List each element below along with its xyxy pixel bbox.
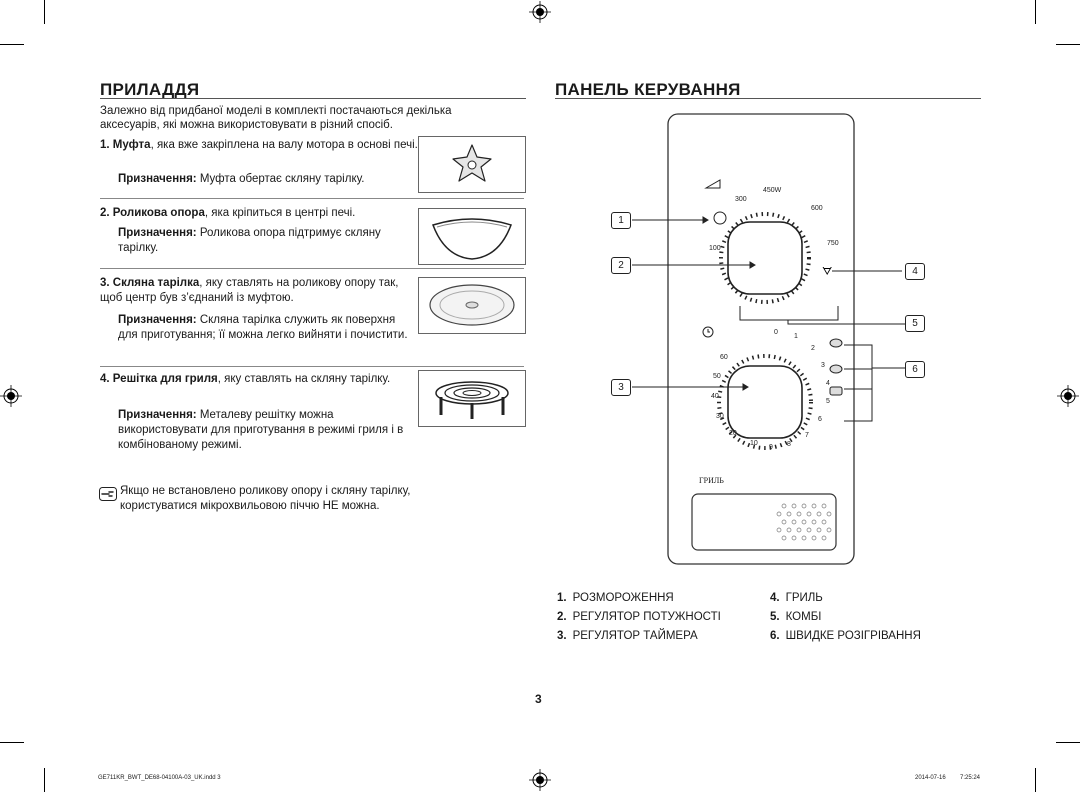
legend-item-4: 4.ГРИЛЬ [770,592,823,604]
title-rule [100,98,526,99]
page-number: 3 [535,692,542,706]
item-separator [100,198,524,199]
timer-label-0: 0 [774,329,778,336]
accessory-purpose-4: Призначення: Металеву решітку можна вико… [118,409,404,451]
accessory-item-2: 2. Роликова опора, яка кріпиться в центр… [100,207,356,219]
timer-label-40: 40 [711,393,719,400]
crop-mark [1035,768,1036,792]
legend-item-6: 6.ШВИДКЕ РОЗІГРІВАННЯ [770,630,921,642]
crop-mark [1035,0,1036,24]
timer-label-20: 20 [729,430,737,437]
accessories-intro: Залежно від придбаної моделі в комплекті… [100,105,452,131]
accessory-item-1: 1. Муфта, яка вже закріплена на валу мот… [100,139,418,151]
timer-label-2: 2 [811,345,815,352]
crop-mark [1056,742,1080,743]
registration-mark-icon [529,769,551,791]
crop-mark [1056,44,1080,45]
accessory-purpose-3: Призначення: Скляна тарілка служить як п… [118,314,408,341]
coupler-image [418,136,526,193]
grill-rack-icon [435,381,509,419]
registration-mark-icon [0,385,22,407]
crop-mark [0,44,24,45]
callout-3: 3 [611,379,631,396]
callout-1: 1 [611,212,631,229]
crop-mark [44,0,45,24]
title-rule [555,98,981,99]
legend-item-2: 2.РЕГУЛЯТОР ПОТУЖНОСТІ [557,611,721,623]
power-label-100: 100 [709,245,721,252]
glass-tray-icon [429,284,515,326]
footer-date: 2014-07-16 [915,775,946,781]
timer-label-3: 3 [821,362,825,369]
timer-label-50: 50 [713,373,721,380]
legend-item-3: 3.РЕГУЛЯТОР ТАЙМЕРА [557,630,698,642]
crop-mark [44,768,45,792]
callout-4: 4 [905,263,925,280]
legend-item-5: 5.КОМБІ [770,611,822,623]
footer-file: GE711KR_BWT_DE68-04100A-03_UK.indd 3 [98,775,221,781]
power-label-300: 300 [735,196,747,203]
control-panel-diagram: ᗊ [632,113,906,565]
item-separator [100,268,524,269]
footer-time: 7:25:24 [960,775,981,781]
power-label-600: 600 [811,205,823,212]
grill-rack-image [418,370,526,427]
timer-label-60: 60 [720,354,728,361]
control-panel-title: ПАНЕЛЬ КЕРУВАННЯ [555,80,741,99]
safety-note: Якщо не встановлено роликову опору і скл… [120,485,411,512]
registration-mark-icon [529,1,551,23]
legend-item-1: 1.РОЗМОРОЖЕННЯ [557,592,674,604]
timer-label-8: 8 [787,441,791,448]
registration-mark-icon [1057,385,1079,407]
accessories-title: ПРИЛАДДЯ [100,80,200,99]
grill-panel-label: ГРИЛЬ [699,476,724,485]
callout-5: 5 [905,315,925,332]
timer-label-6: 6 [818,416,822,423]
accessory-purpose-1: Призначення: Муфта обертає скляну тарілк… [118,173,365,185]
grill-symbol-icon: ᗊ [822,266,832,278]
timer-label-4: 4 [826,380,830,387]
item-separator [100,366,524,367]
accessory-purpose-2: Призначення: Роликова опора підтримує ск… [118,227,381,254]
callout-2: 2 [611,257,631,274]
pointing-hand-icon [99,487,117,501]
timer-label-10: 10 [750,440,758,447]
roller-ring-icon [432,218,512,260]
glass-tray-image [418,277,526,334]
timer-label-9: 9 [769,444,773,451]
roller-ring-image [418,208,526,265]
timer-label-30: 30 [716,413,724,420]
crop-mark [0,742,24,743]
timer-label-5: 5 [826,398,830,405]
timer-label-7: 7 [805,432,809,439]
accessory-item-4: 4. Решітка для гриля, яку ставлять на ск… [100,373,391,385]
timer-label-1: 1 [794,333,798,340]
power-label-450: 450W [763,187,782,194]
callout-6: 6 [905,361,925,378]
power-label-750: 750 [827,240,839,247]
accessory-item-3: 3. Скляна тарілка, яку ставлять на ролик… [100,277,399,304]
coupler-icon [452,144,492,182]
